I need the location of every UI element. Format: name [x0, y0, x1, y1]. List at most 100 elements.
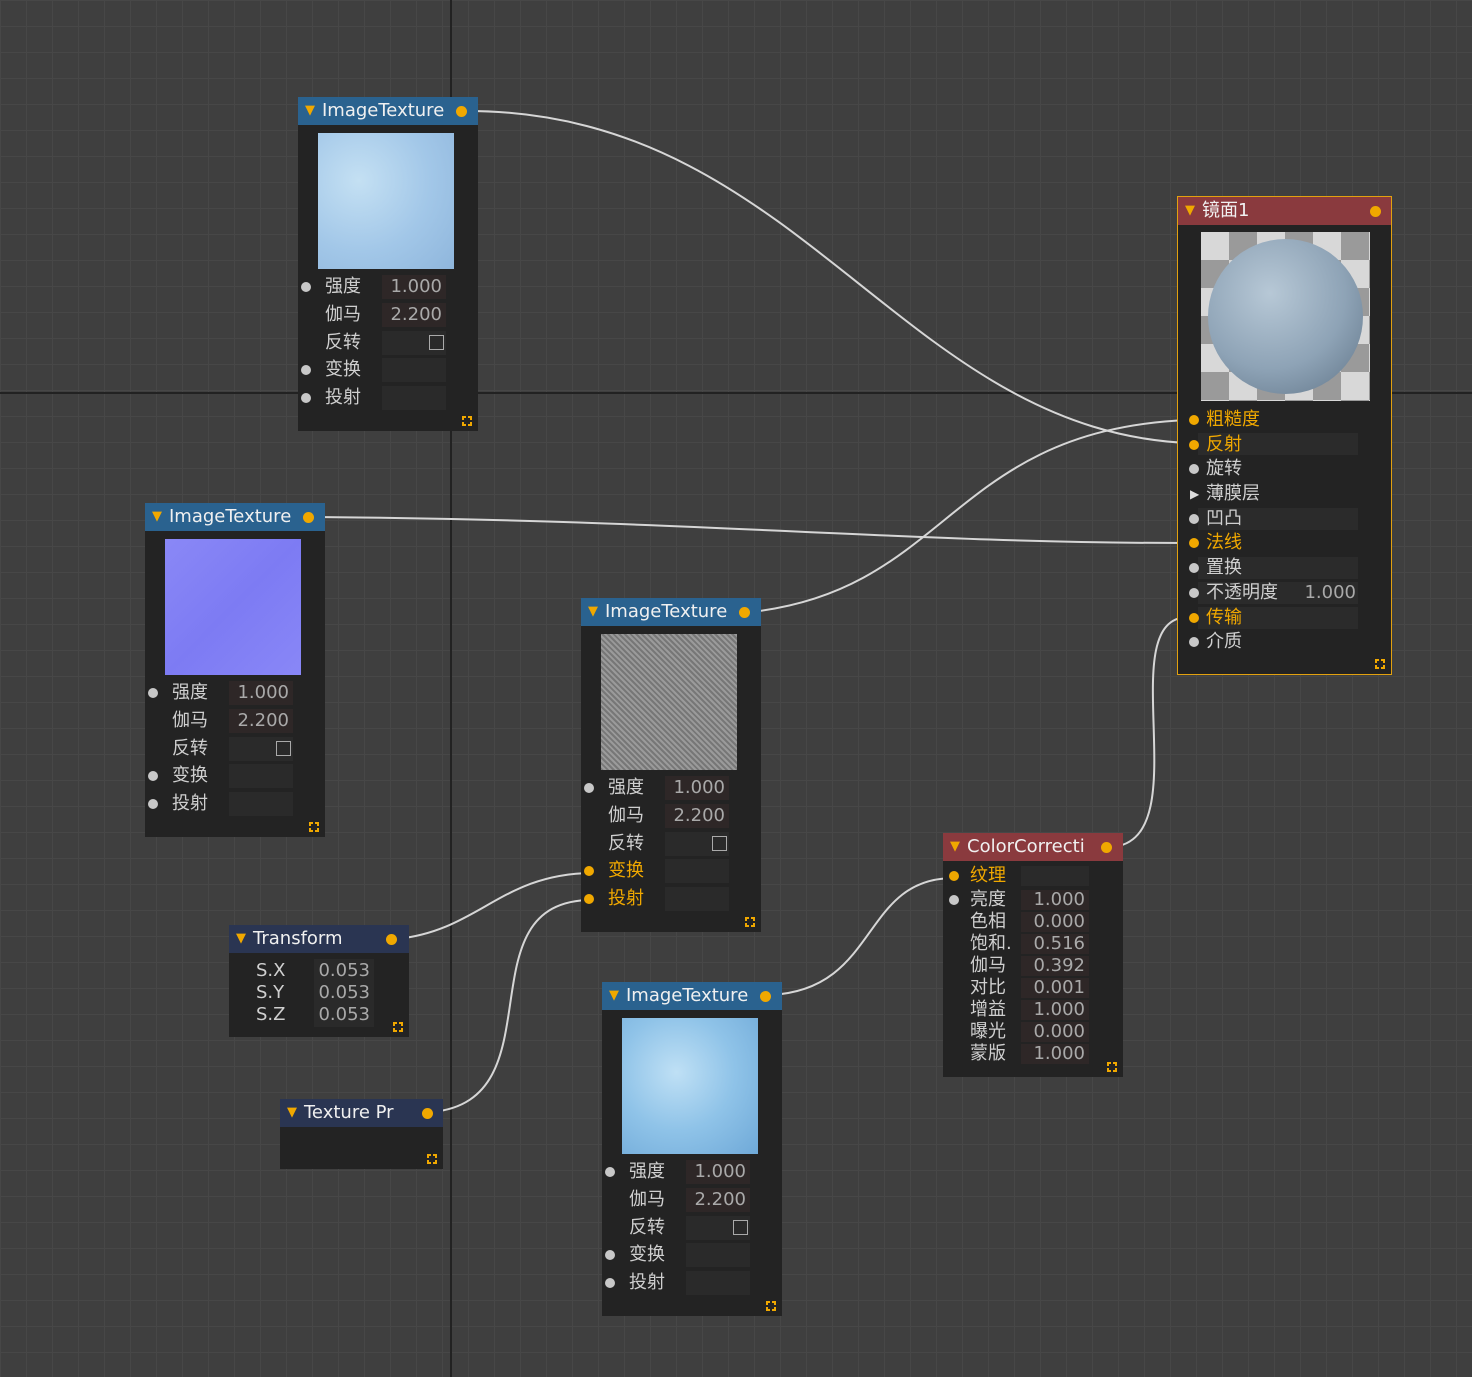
triangle-down-icon[interactable]: ▼ — [588, 604, 598, 619]
hue-field[interactable]: 0.000 — [1021, 912, 1089, 932]
input-port[interactable] — [148, 799, 158, 809]
power-field[interactable]: 1.000 — [686, 1160, 750, 1184]
input-port[interactable] — [605, 1278, 615, 1288]
gain-field[interactable]: 1.000 — [1021, 1000, 1089, 1020]
resize-corner-icon[interactable] — [1374, 658, 1386, 670]
texture-projection-node[interactable]: ▼ Texture Pr — [280, 1099, 443, 1169]
scale-z-field[interactable]: 0.053 — [314, 1003, 374, 1027]
output-port[interactable] — [739, 607, 750, 618]
param-label: 反转 — [172, 738, 208, 759]
power-field[interactable]: 1.000 — [229, 681, 293, 705]
param-label: 反转 — [629, 1217, 665, 1238]
invert-checkbox[interactable] — [712, 836, 727, 851]
node-header[interactable]: ▼ ImageTexture — [298, 97, 478, 125]
param-label: 色相 — [970, 911, 1006, 932]
input-port[interactable] — [1189, 464, 1199, 474]
invert-checkbox[interactable] — [429, 335, 444, 350]
image-texture-node-4[interactable]: ▼ ImageTexture 强度 1.000 伽马 2.200 反转 变换 投… — [602, 982, 782, 1316]
input-port[interactable] — [1189, 637, 1199, 647]
node-header[interactable]: ▼ ImageTexture — [145, 503, 325, 531]
input-port[interactable] — [148, 688, 158, 698]
input-port[interactable] — [301, 282, 311, 292]
triangle-down-icon[interactable]: ▼ — [1185, 203, 1195, 218]
node-header[interactable]: ▼ ColorCorrecti — [943, 833, 1123, 861]
input-port[interactable] — [1189, 563, 1199, 573]
input-port[interactable] — [1189, 514, 1199, 524]
triangle-down-icon[interactable]: ▼ — [609, 988, 619, 1003]
output-port[interactable] — [760, 991, 771, 1002]
triangle-down-icon[interactable]: ▼ — [950, 839, 960, 854]
node-header[interactable]: ▼ Transform — [229, 925, 409, 953]
resize-corner-icon[interactable] — [461, 415, 473, 427]
triangle-down-icon[interactable]: ▼ — [152, 509, 162, 524]
resize-corner-icon[interactable] — [744, 916, 756, 928]
param-invert: 反转 — [145, 736, 325, 762]
canvas-axis-vertical — [450, 0, 452, 1377]
triangle-down-icon[interactable]: ▼ — [236, 931, 246, 946]
input-port[interactable] — [301, 393, 311, 403]
output-port[interactable] — [386, 934, 397, 945]
exposure-field[interactable]: 0.000 — [1021, 1022, 1089, 1042]
mask-field[interactable]: 1.000 — [1021, 1044, 1089, 1064]
saturation-field[interactable]: 0.516 — [1021, 934, 1089, 954]
gamma-field[interactable]: 2.200 — [382, 303, 446, 327]
power-field[interactable]: 1.000 — [665, 776, 729, 800]
input-port[interactable] — [301, 365, 311, 375]
scale-y-field[interactable]: 0.053 — [314, 981, 374, 1005]
image-texture-node-1[interactable]: ▼ ImageTexture 强度 1.000 伽马 2.200 反转 变换 投… — [298, 97, 478, 431]
input-port[interactable] — [148, 771, 158, 781]
invert-checkbox[interactable] — [733, 1220, 748, 1235]
color-correction-node[interactable]: ▼ ColorCorrecti 纹理 亮度 1.000 色相 0.000 饱和.… — [943, 833, 1123, 1077]
power-field[interactable]: 1.000 — [382, 275, 446, 299]
canvas-axis-horizontal — [0, 392, 1472, 394]
contrast-field[interactable]: 0.001 — [1021, 978, 1089, 998]
input-port[interactable] — [605, 1250, 615, 1260]
output-port[interactable] — [1370, 206, 1381, 217]
transform-slot — [665, 859, 729, 883]
input-port-connected[interactable] — [584, 894, 594, 904]
resize-corner-icon[interactable] — [308, 821, 320, 833]
gamma-field[interactable]: 2.200 — [229, 709, 293, 733]
node-header[interactable]: ▼ Texture Pr — [280, 1099, 443, 1127]
node-header[interactable]: ▼ ImageTexture — [602, 982, 782, 1010]
brightness-field[interactable]: 1.000 — [1021, 890, 1089, 910]
wire-projection-to-tex3 — [431, 899, 593, 1113]
gamma-field[interactable]: 2.200 — [686, 1188, 750, 1212]
input-port-connected[interactable] — [1189, 538, 1199, 548]
transform-node[interactable]: ▼ Transform S.X 0.053 S.Y 0.053 S.Z 0.05… — [229, 925, 409, 1037]
scale-x-field[interactable]: 0.053 — [314, 959, 374, 983]
node-header[interactable]: ▼ ImageTexture — [581, 598, 761, 626]
triangle-down-icon[interactable]: ▼ — [287, 1105, 297, 1120]
image-texture-node-3[interactable]: ▼ ImageTexture 强度 1.000 伽马 2.200 反转 变换 投… — [581, 598, 761, 932]
input-port[interactable] — [584, 783, 594, 793]
input-port[interactable] — [605, 1167, 615, 1177]
resize-corner-icon[interactable] — [1106, 1061, 1118, 1073]
input-port-connected[interactable] — [1189, 613, 1199, 623]
triangle-right-icon[interactable]: ▶ — [1190, 487, 1200, 501]
image-texture-node-2[interactable]: ▼ ImageTexture 强度 1.000 伽马 2.200 反转 变换 投… — [145, 503, 325, 837]
invert-field — [665, 832, 729, 856]
param-label: 变换 — [629, 1244, 665, 1265]
output-port[interactable] — [303, 512, 314, 523]
specular-material-node[interactable]: ▼ 镜面1 粗糙度 反射 旋转 ▶ 薄膜层 凹凸 法线 置换 不透明度 1.00… — [1177, 196, 1392, 675]
output-port[interactable] — [456, 106, 467, 117]
input-port[interactable] — [949, 895, 959, 905]
resize-corner-icon[interactable] — [765, 1300, 777, 1312]
input-port-connected[interactable] — [949, 871, 959, 881]
wire-tex3-to-roughness — [750, 419, 1189, 613]
output-port[interactable] — [1101, 842, 1112, 853]
input-port-connected[interactable] — [584, 866, 594, 876]
node-header[interactable]: ▼ 镜面1 — [1178, 197, 1391, 225]
param-label: 伽马 — [172, 710, 208, 731]
resize-corner-icon[interactable] — [392, 1021, 404, 1033]
resize-corner-icon[interactable] — [426, 1153, 438, 1165]
input-port-connected[interactable] — [1189, 440, 1199, 450]
triangle-down-icon[interactable]: ▼ — [305, 103, 315, 118]
gamma-field[interactable]: 2.200 — [665, 804, 729, 828]
gamma-field[interactable]: 0.392 — [1021, 956, 1089, 976]
invert-checkbox[interactable] — [276, 741, 291, 756]
input-port-connected[interactable] — [1189, 415, 1199, 425]
output-port[interactable] — [422, 1108, 433, 1119]
opacity-value[interactable]: 1.000 — [1304, 582, 1356, 603]
input-port[interactable] — [1189, 588, 1199, 598]
